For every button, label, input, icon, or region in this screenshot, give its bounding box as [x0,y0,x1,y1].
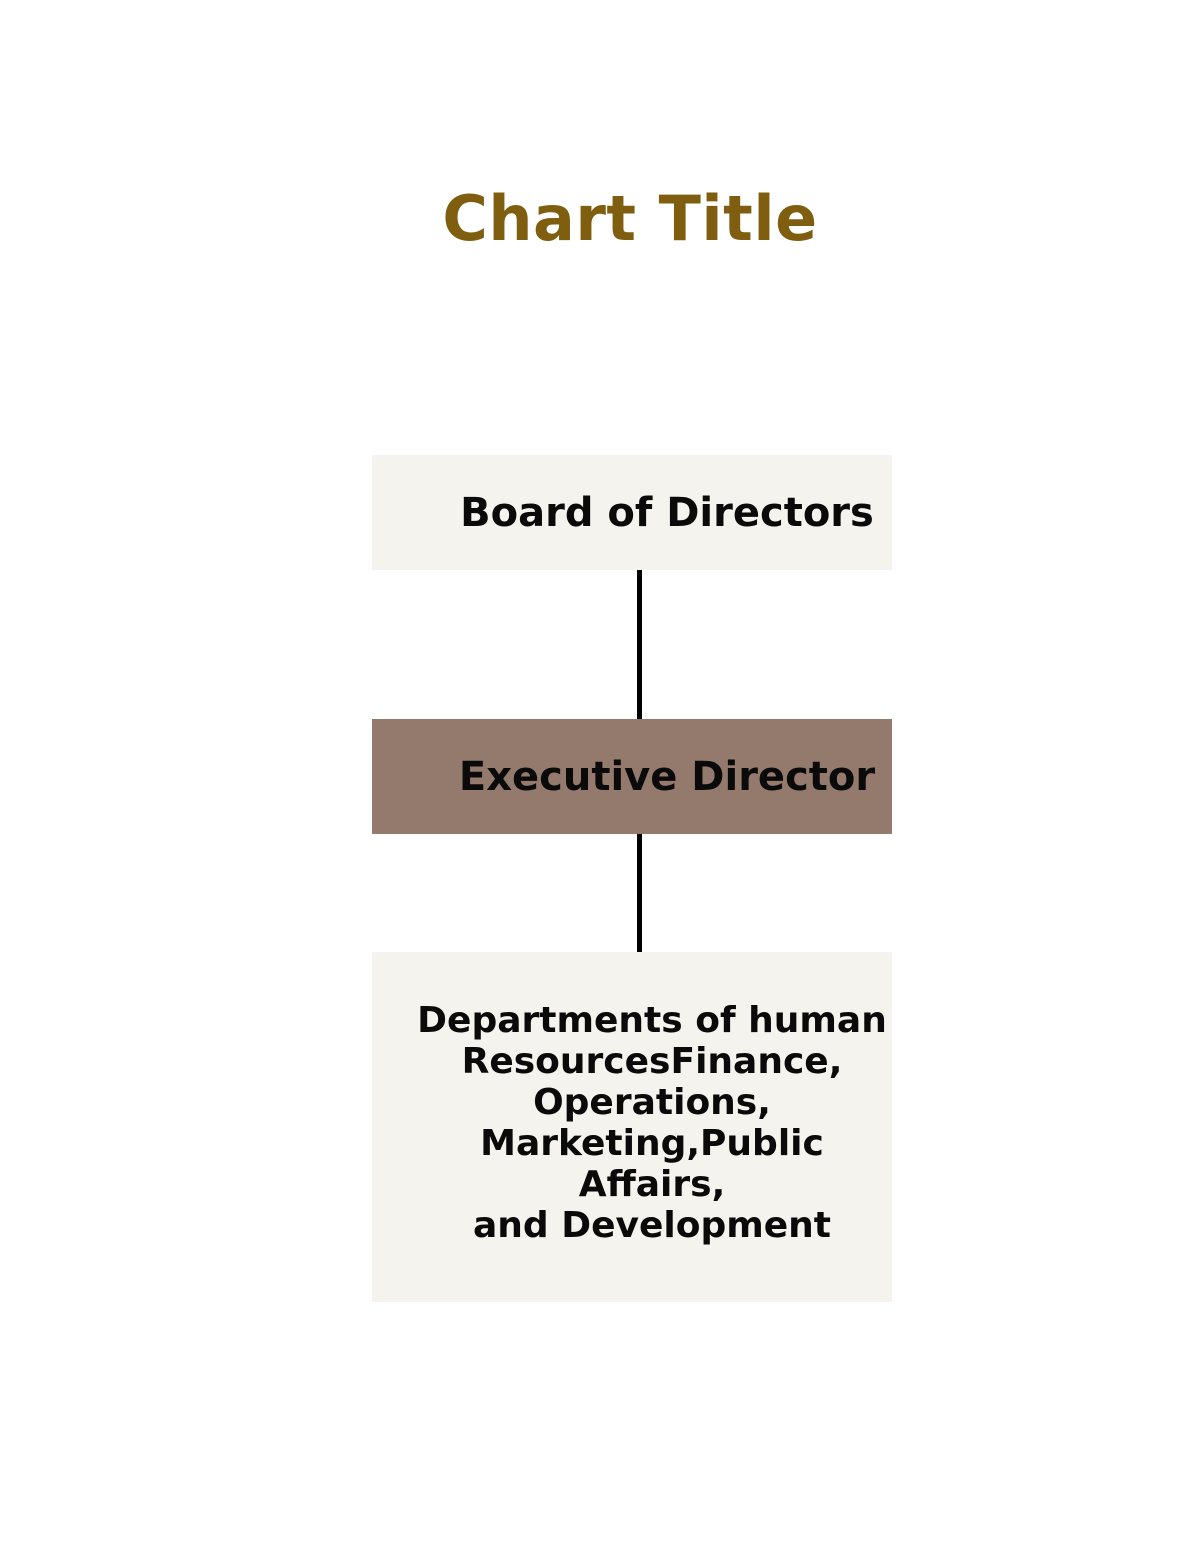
connector-board-to-executive [637,570,642,719]
node-label: Executive Director [458,753,876,800]
node-executive-director: Executive Director [372,719,892,834]
connector-executive-to-departments [637,834,642,952]
chart-title: Chart Title [442,182,818,255]
node-label: Departments of human ResourcesFinance, O… [417,1000,887,1246]
node-departments: Departments of human ResourcesFinance, O… [372,952,892,1302]
node-board-of-directors: Board of Directors [372,455,892,570]
node-label: Board of Directors [460,489,874,536]
